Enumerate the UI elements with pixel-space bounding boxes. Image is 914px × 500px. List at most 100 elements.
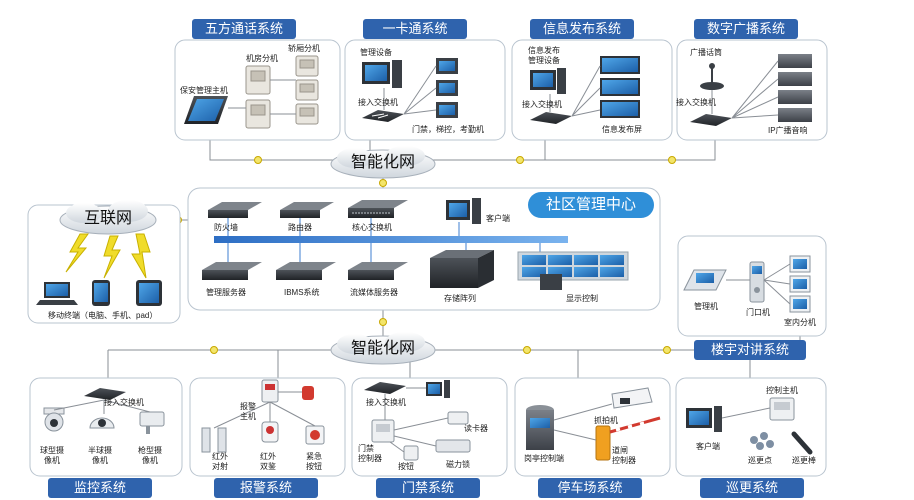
magnetic-lock-label: 磁力锁 bbox=[446, 460, 470, 469]
card-switch bbox=[362, 110, 404, 122]
connector-dot bbox=[523, 346, 531, 354]
mobile-terminal-label: 移动终端（电脑、手机、pad） bbox=[48, 311, 158, 320]
parking-booth bbox=[526, 405, 554, 450]
internet-cloud bbox=[59, 200, 157, 235]
line-connectors bbox=[174, 156, 676, 354]
connector-dot bbox=[663, 346, 671, 354]
security-host-label: 保安管理主机 bbox=[180, 86, 228, 95]
display-wall bbox=[517, 251, 629, 290]
storage-array-device bbox=[430, 250, 494, 288]
media-server-device bbox=[348, 262, 408, 280]
patrol-point-label: 巡更点 bbox=[748, 456, 772, 465]
display-label: 显示控制 bbox=[566, 294, 598, 303]
router-label: 路由器 bbox=[288, 223, 312, 232]
intercom-title: 楼宇对讲系统 bbox=[694, 340, 806, 360]
dome-camera bbox=[43, 407, 65, 432]
patrol-host-label: 控制主机 bbox=[766, 386, 798, 395]
monitor-switch bbox=[84, 388, 126, 400]
card-mgmt-label: 管理设备 bbox=[360, 48, 392, 57]
info-mgmt-label: 信息发布 管理设备 bbox=[528, 46, 560, 65]
shaft-phones bbox=[295, 55, 319, 125]
emergency-button bbox=[305, 425, 325, 445]
card-reader-label: 读卡器 bbox=[464, 424, 488, 433]
card-mgmt-computer bbox=[362, 60, 402, 88]
broadcast-title: 数字广播系统 bbox=[694, 19, 798, 39]
ibms-device bbox=[276, 262, 336, 280]
firewall-label: 防火墙 bbox=[214, 223, 238, 232]
dome-label: 球型摄 像机 bbox=[40, 446, 64, 465]
capture-camera-label: 抓拍机 bbox=[594, 416, 618, 425]
ir-dual-label: 红外 双鉴 bbox=[260, 452, 276, 471]
access-title: 门禁系统 bbox=[376, 478, 480, 498]
mgmt-server-label: 管理服务器 bbox=[206, 288, 246, 297]
router-device bbox=[280, 202, 334, 218]
machine-room-label: 机房分机 bbox=[246, 54, 278, 63]
connector-dot bbox=[254, 156, 262, 164]
ir-beam-label: 红外 对射 bbox=[212, 452, 228, 471]
half-dome-camera bbox=[89, 417, 115, 429]
bullet-camera bbox=[139, 411, 165, 434]
connector-dot bbox=[379, 179, 387, 187]
client-computer bbox=[446, 198, 481, 224]
connector-dot bbox=[379, 318, 387, 326]
exit-button-label: 按钮 bbox=[398, 462, 414, 471]
connector-dot bbox=[516, 156, 524, 164]
top-network-label: 智能化网 bbox=[350, 154, 415, 171]
lightning-bolts bbox=[65, 233, 151, 279]
patrol-points bbox=[750, 432, 774, 450]
internet-label: 互联网 bbox=[83, 210, 132, 227]
card-switch-label: 接入交换机 bbox=[358, 98, 398, 107]
gate-label: 道闸 控制器 bbox=[612, 446, 636, 465]
patrol-client-label: 客户端 bbox=[696, 442, 720, 451]
connection-lines bbox=[107, 135, 801, 378]
card-system-title: 一卡通系统 bbox=[363, 19, 467, 39]
mgmt-server-device bbox=[202, 262, 262, 280]
laptop-icon bbox=[36, 282, 78, 305]
speaker-label: IP广播音响 bbox=[768, 126, 808, 135]
mic-label: 广播话筒 bbox=[690, 48, 722, 57]
door-machine bbox=[749, 261, 765, 303]
alarm-title: 报警系统 bbox=[214, 478, 318, 498]
patrol-stick bbox=[791, 431, 813, 455]
security-host-tablet bbox=[184, 96, 228, 124]
gate-controller bbox=[595, 416, 661, 461]
storage-label: 存储阵列 bbox=[444, 294, 476, 303]
monitor-title: 监控系统 bbox=[48, 478, 152, 498]
card-terminals bbox=[436, 58, 458, 118]
ir-beam-detector bbox=[201, 427, 227, 453]
access-controller bbox=[371, 419, 395, 443]
smart-network-cloud-top bbox=[330, 146, 436, 179]
patrol-host bbox=[769, 397, 795, 421]
card-reader bbox=[447, 411, 469, 425]
card-terminals-label: 门禁，梯控，考勤机 bbox=[412, 125, 484, 134]
access-switch bbox=[364, 382, 406, 394]
emergency-button-label: 紧急 按钮 bbox=[306, 452, 322, 471]
info-mgmt-computer bbox=[530, 68, 566, 94]
ibms-label: IBMS系统 bbox=[284, 288, 320, 297]
center-title: 社区管理中心 bbox=[528, 192, 654, 218]
smart-network-cloud-bottom bbox=[330, 332, 436, 365]
info-switch-label: 接入交换机 bbox=[522, 100, 562, 109]
top-bus-line bbox=[209, 135, 716, 161]
parking-title: 停车场系统 bbox=[538, 478, 642, 498]
info-screens bbox=[600, 56, 640, 118]
firewall-device bbox=[208, 202, 262, 218]
machine-room-phones bbox=[245, 65, 271, 129]
media-server-label: 流媒体服务器 bbox=[350, 288, 398, 297]
alarm-host-label: 报警 主机 bbox=[240, 402, 256, 421]
door-machine-label: 门口机 bbox=[746, 308, 770, 317]
booth-label: 岗亭控制端 bbox=[524, 454, 564, 463]
bullet-label: 枪型摄 像机 bbox=[138, 446, 162, 465]
client-label: 客户端 bbox=[486, 214, 510, 223]
shaft-label: 轿厢分机 bbox=[288, 44, 320, 53]
intercom-mgmt-label: 管理机 bbox=[694, 302, 718, 311]
info-screen-label: 信息发布屏 bbox=[602, 125, 642, 134]
connector-dot bbox=[668, 156, 676, 164]
bottom-network-label: 智能化网 bbox=[350, 340, 415, 357]
indoor-units bbox=[789, 255, 811, 313]
half-dome-label: 半球摄 像机 bbox=[88, 446, 112, 465]
center-backbone bbox=[214, 236, 568, 243]
indoor-label: 室内分机 bbox=[784, 318, 816, 327]
phone-icon bbox=[92, 280, 110, 306]
